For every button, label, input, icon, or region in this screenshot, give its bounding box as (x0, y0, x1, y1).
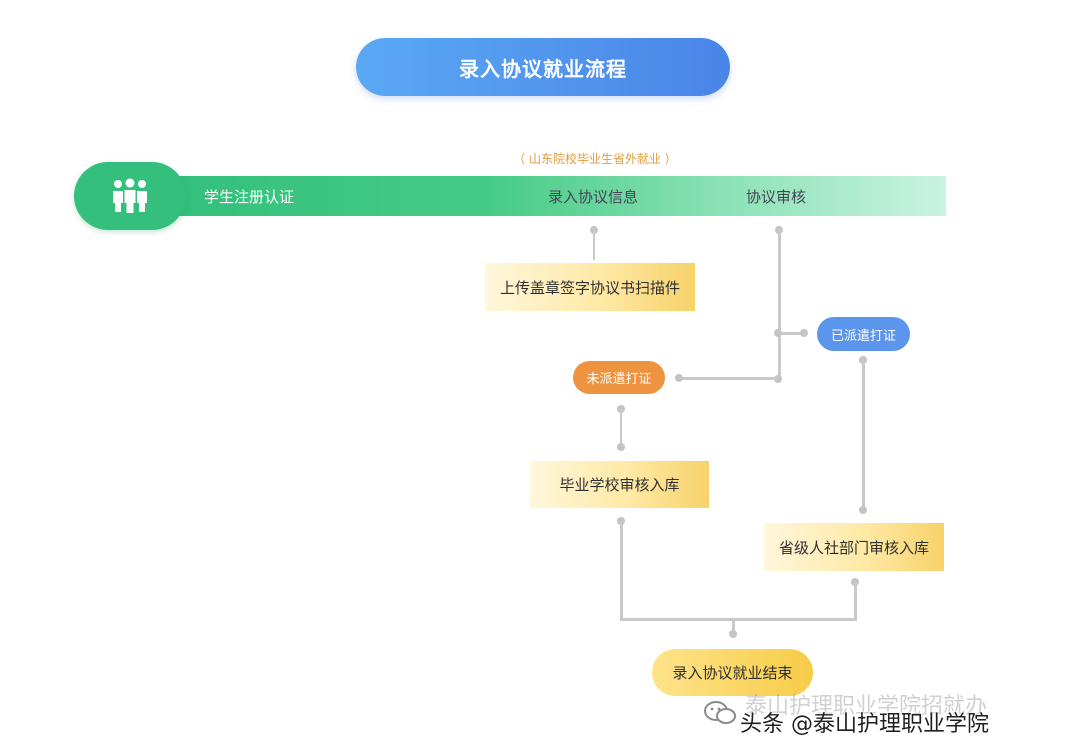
upload-scan-box: 上传盖章签字协议书扫描件 (485, 263, 695, 311)
dispatched-pill: 已派遣打证 (817, 317, 910, 351)
connector-dot (617, 443, 625, 451)
step-register: 学生注册认证 (204, 188, 295, 206)
step-enter-info: 录入协议信息 (548, 188, 639, 206)
connector-line (780, 332, 802, 335)
band-start-cap (74, 162, 186, 230)
connector-line (854, 582, 857, 621)
connector-dot (800, 329, 808, 337)
connector-line (620, 521, 623, 621)
connector-line (862, 360, 865, 510)
not-dispatched-pill: 未派遣打证 (573, 361, 665, 394)
people-icon (113, 178, 147, 213)
main-flow-band (112, 176, 946, 216)
flow-title: 录入协议就业流程 (356, 38, 730, 96)
watermark-text: 泰山护理职业学院招就办 (745, 694, 988, 719)
wechat-icon (704, 701, 736, 724)
scope-note: （ 山东院校毕业生省外就业 ） (513, 152, 677, 166)
connector-dot (729, 630, 737, 638)
province-review-box: 省级人社部门审核入库 (764, 523, 944, 571)
connector-line (778, 230, 781, 380)
connector-line (593, 230, 595, 260)
end-pill: 录入协议就业结束 (652, 649, 813, 696)
connector-line (680, 377, 778, 380)
connector-line (620, 618, 857, 621)
source-credit: 头条 @泰山护理职业学院 (740, 712, 989, 737)
connector-dot (774, 329, 782, 337)
connector-dot (859, 506, 867, 514)
connector-dot (675, 374, 683, 382)
step-review: 协议审核 (746, 188, 807, 206)
connector-line (620, 409, 622, 445)
school-review-box: 毕业学校审核入库 (530, 461, 709, 508)
connector-dot (774, 375, 782, 383)
connector-line (732, 620, 735, 634)
